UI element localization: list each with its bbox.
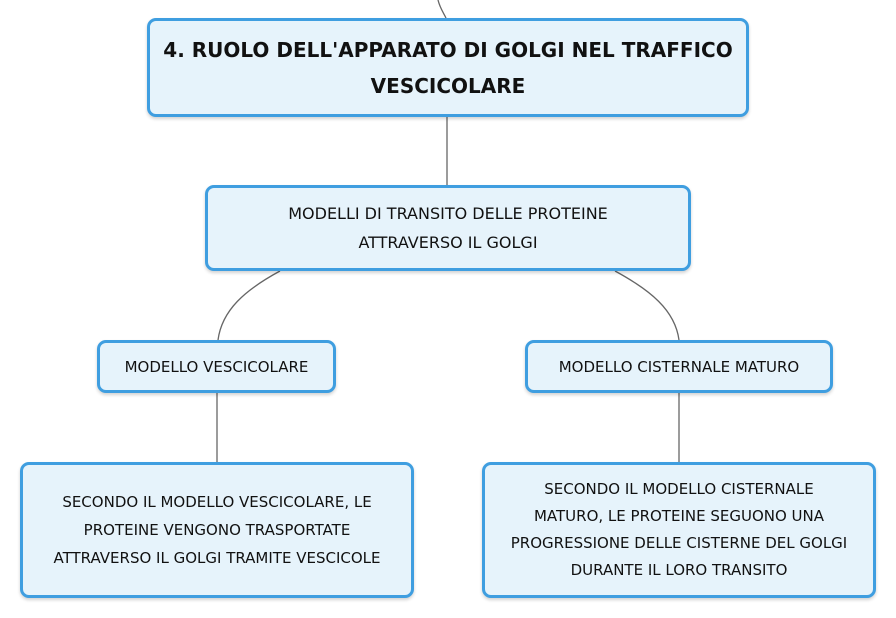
node-vesicular-model-label: MODELLO VESCICOLARE [124,357,309,376]
node-main-topic[interactable]: 4. RUOLO DELL'APPARATO DI GOLGI NEL TRAF… [147,18,749,117]
node-cisternal-description-label: SECONDO IL MODELLO CISTERNALE MATURO, LE… [510,480,848,579]
node-cisternal-model-label: MODELLO CISTERNALE MATURO [558,357,800,376]
node-main-topic-label: 4. RUOLO DELL'APPARATO DI GOLGI NEL TRAF… [163,37,733,98]
connector-models-vesicular [217,270,281,341]
node-transit-models-label: MODELLI DI TRANSITO DELLE PROTEINE ATTRA… [288,204,608,252]
node-vesicular-model[interactable]: MODELLO VESCICOLARE [97,340,336,393]
node-transit-models[interactable]: MODELLI DI TRANSITO DELLE PROTEINE ATTRA… [205,185,691,271]
node-cisternal-model[interactable]: MODELLO CISTERNALE MATURO [525,340,833,393]
node-vesicular-description[interactable]: SECONDO IL MODELLO VESCICOLARE, LE PROTE… [20,462,414,598]
connector-models-cisternal [614,270,680,341]
node-cisternal-description[interactable]: SECONDO IL MODELLO CISTERNALE MATURO, LE… [482,462,876,598]
node-vesicular-description-label: SECONDO IL MODELLO VESCICOLARE, LE PROTE… [53,493,381,567]
connector-incoming-main [437,0,447,19]
